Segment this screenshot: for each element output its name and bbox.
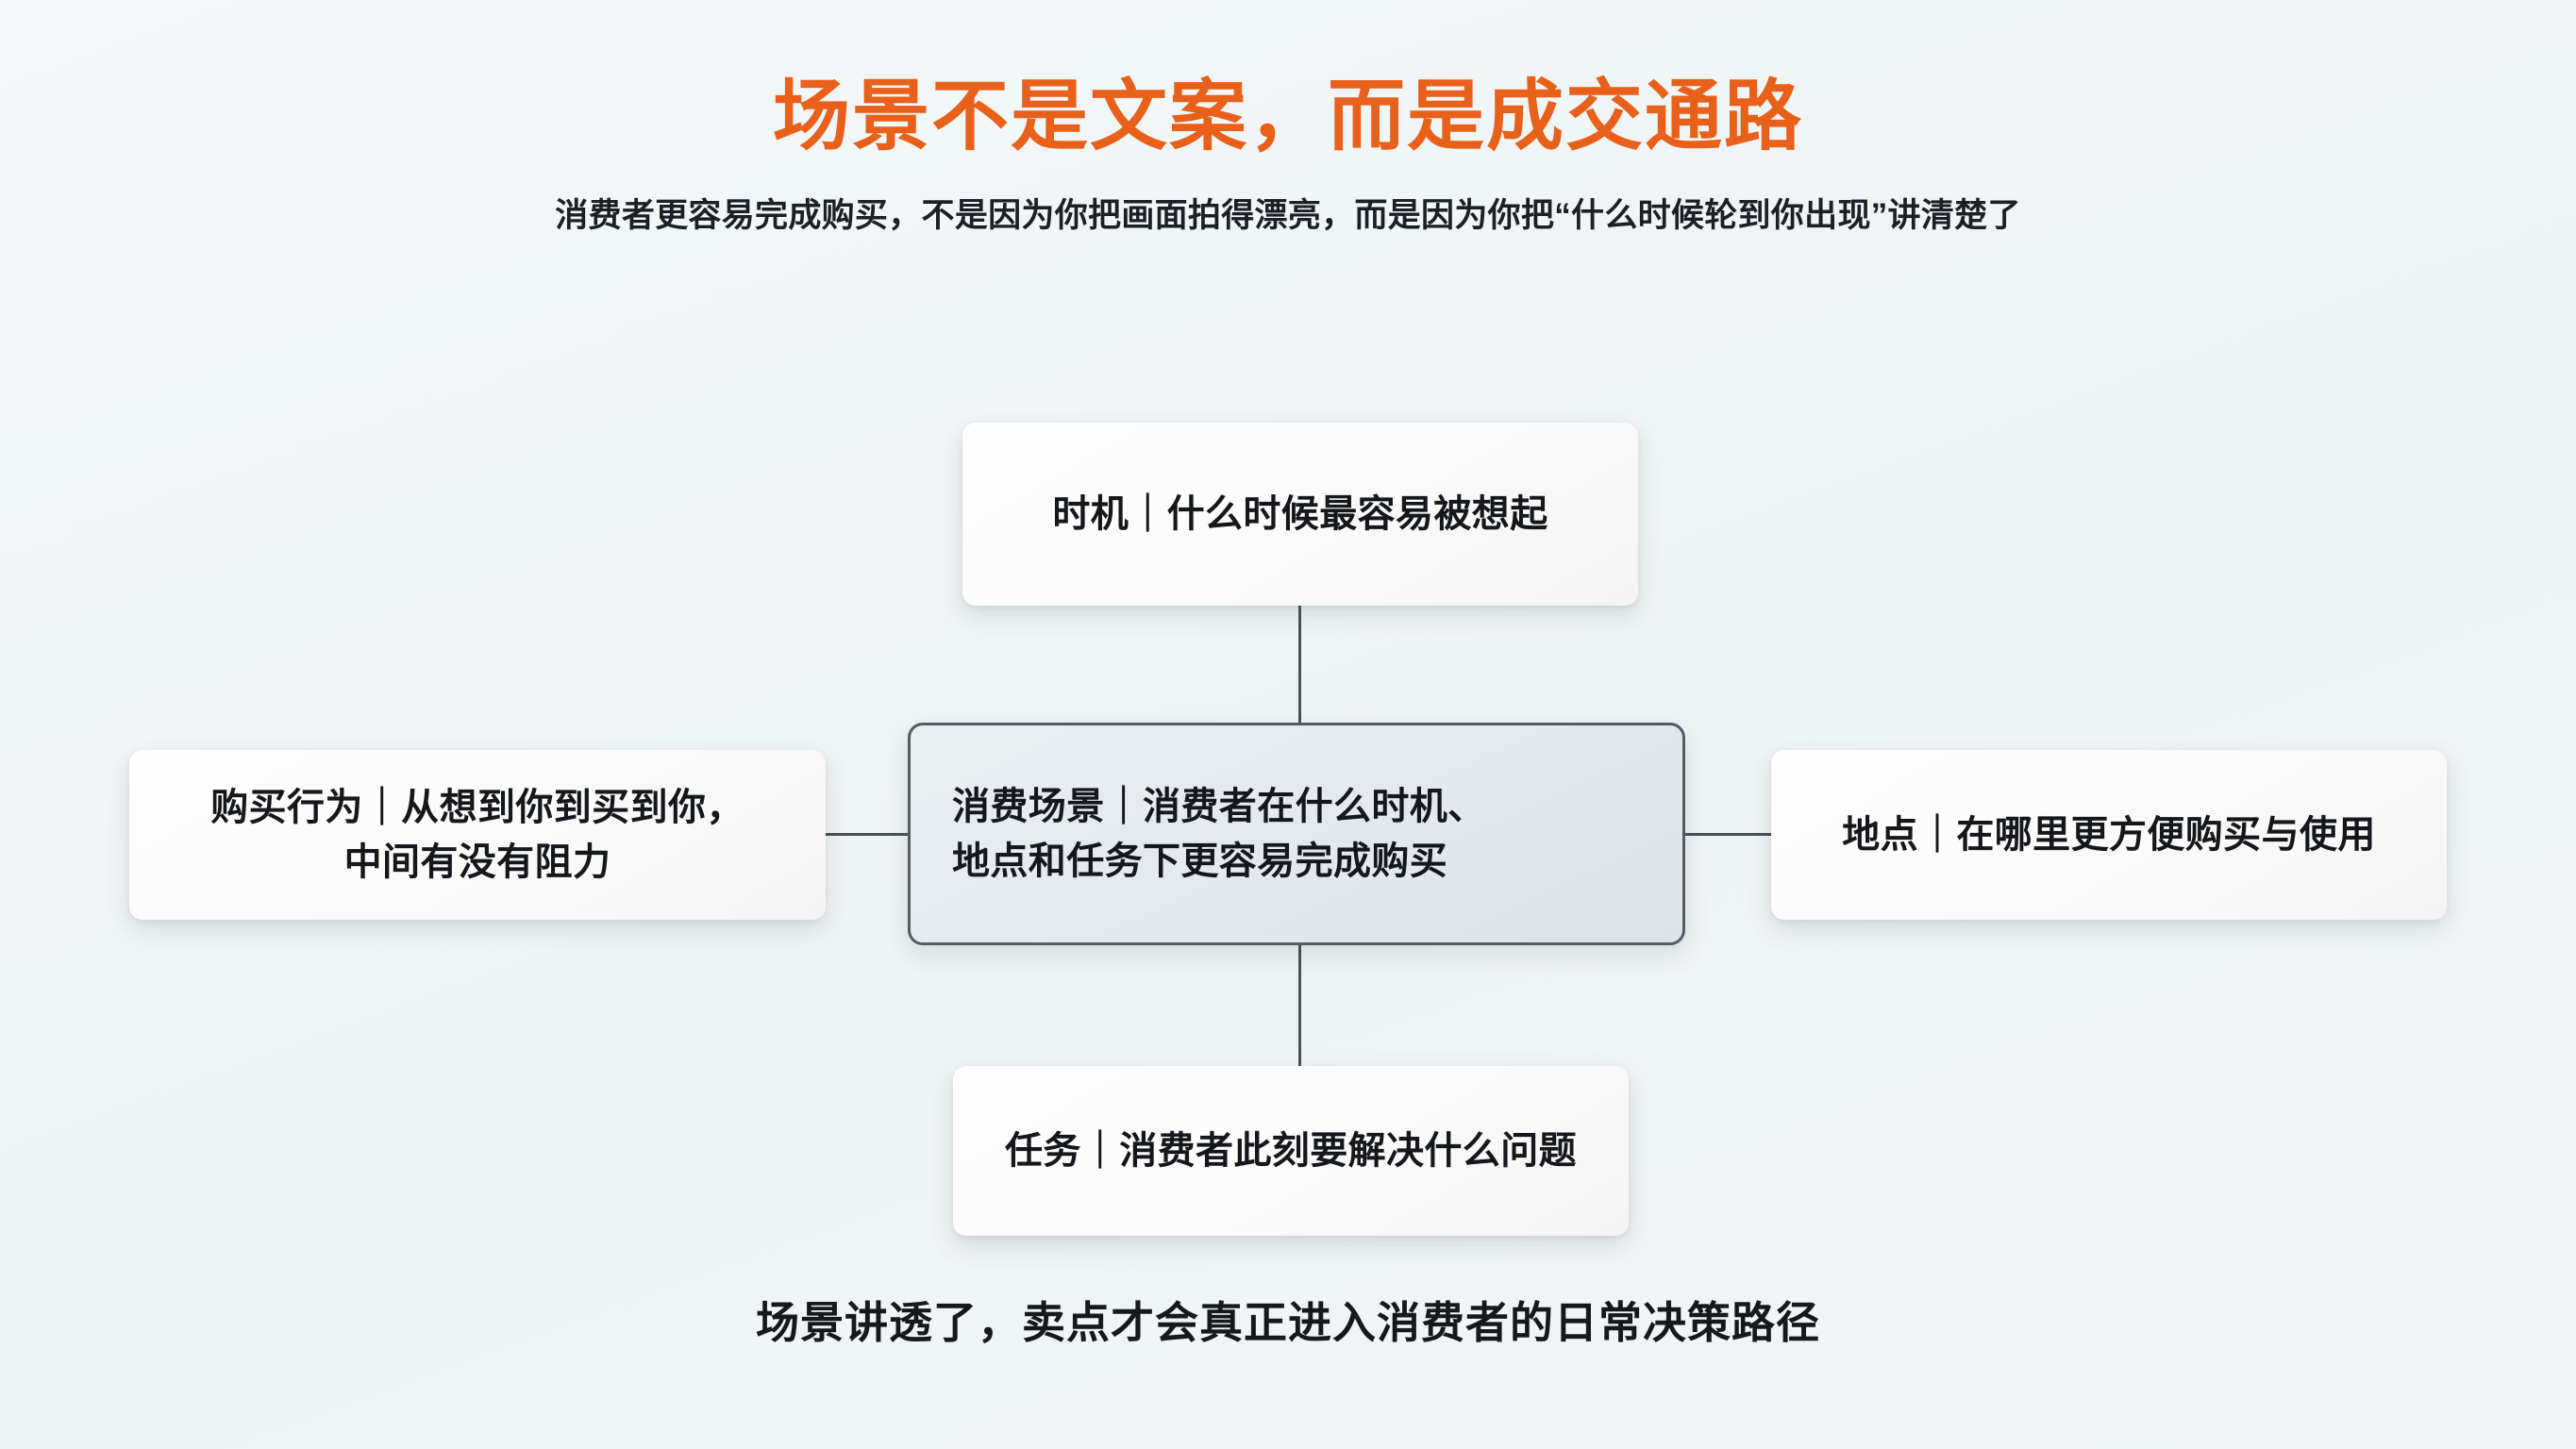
slide-header: 场景不是文案，而是成交通路 消费者更容易完成购买，不是因为你把画面拍得漂亮，而是… (0, 75, 2576, 236)
node-task[interactable]: 任务｜消费者此刻要解决什么问题 (953, 1066, 1629, 1236)
node-location-label: 地点｜在哪里更方便购买与使用 (1842, 814, 2376, 856)
page-subtitle: 消费者更容易完成购买，不是因为你把画面拍得漂亮，而是因为你把“什么时候轮到你出现… (555, 196, 2021, 234)
connector-center-to-top (1298, 606, 1301, 724)
node-location[interactable]: 地点｜在哪里更方便购买与使用 (1771, 750, 2447, 920)
node-purchase-behavior-label: 购买行为｜从想到你到买到你， 中间有没有阻力 (210, 787, 744, 883)
page-title: 场景不是文案，而是成交通路 (772, 74, 1803, 159)
node-consumption-scenario[interactable]: 消费场景｜消费者在什么时机、 地点和任务下更容易完成购买 (908, 723, 1685, 945)
connector-center-to-bottom (1298, 945, 1301, 1068)
node-consumption-scenario-label: 消费场景｜消费者在什么时机、 地点和任务下更容易完成购买 (952, 786, 1486, 882)
node-task-label: 任务｜消费者此刻要解决什么问题 (1005, 1130, 1577, 1172)
connector-center-to-right (1683, 833, 1773, 836)
connector-center-to-left (825, 833, 910, 836)
node-timing[interactable]: 时机｜什么时候最容易被想起 (962, 423, 1638, 606)
node-timing-label: 时机｜什么时候最容易被想起 (1052, 493, 1548, 535)
node-purchase-behavior[interactable]: 购买行为｜从想到你到买到你， 中间有没有阻力 (129, 750, 826, 920)
footer-conclusion: 场景讲透了，卖点才会真正进入消费者的日常决策路径 (756, 1298, 1820, 1347)
slide-footer: 场景讲透了，卖点才会真正进入消费者的日常决策路径 (0, 1297, 2576, 1349)
